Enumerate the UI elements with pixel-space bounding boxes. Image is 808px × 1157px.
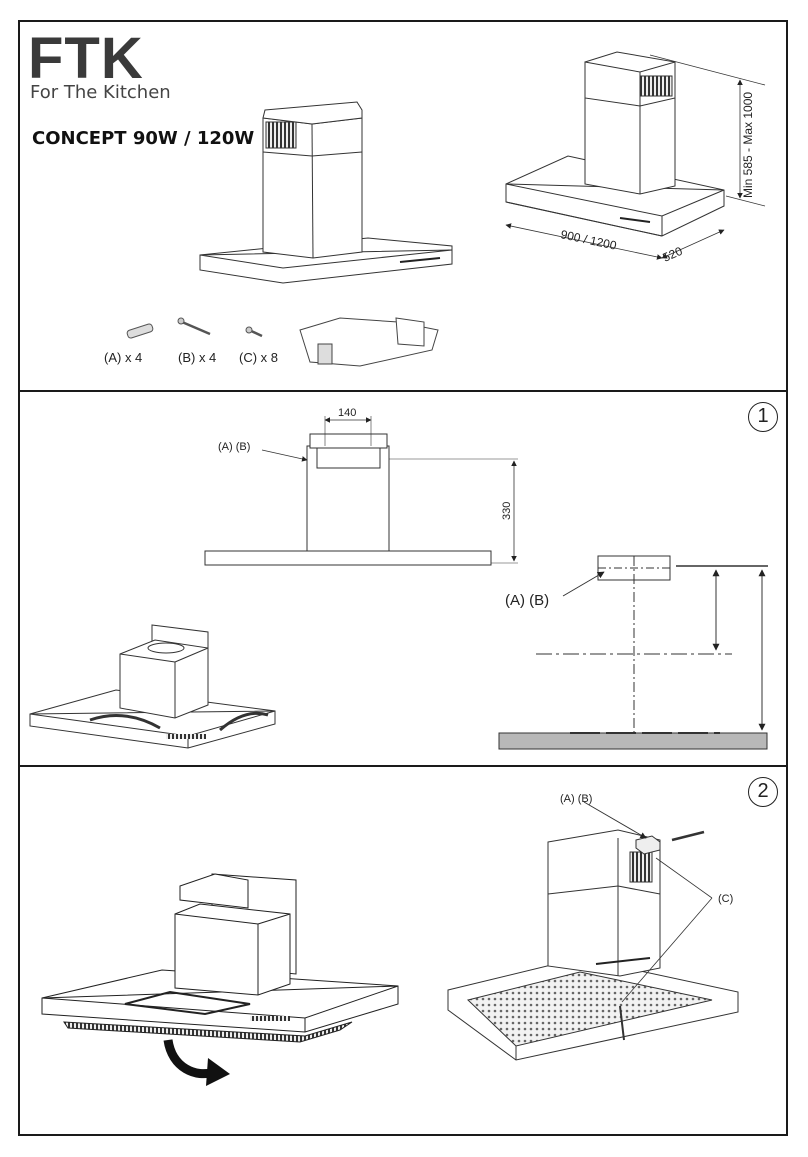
bracket-width-label: 140 <box>338 407 356 419</box>
step2-callout-c: (C) <box>718 893 733 905</box>
accessory-anchor-icon <box>126 323 154 339</box>
section-divider-1 <box>18 390 788 392</box>
accessory-bag-icon <box>299 317 439 367</box>
step1-front-elevation <box>204 416 518 566</box>
brand-tagline: For The Kitchen <box>30 82 171 103</box>
accessory-a-label: (A) x 4 <box>104 350 142 365</box>
depth-label: 520 <box>661 244 685 265</box>
step1-height-label: 330 <box>501 502 513 520</box>
step1-callout-ab-large: (A) (B) <box>505 592 549 609</box>
accessory-small-screw-icon <box>245 326 263 338</box>
accessory-screw-icon <box>177 317 211 336</box>
section-divider-2 <box>18 765 788 767</box>
step2-hood-filter-removal <box>41 873 399 1043</box>
brand-logo: FTK <box>28 26 144 91</box>
step1-hood-perspective <box>29 624 276 749</box>
step2-hood-underside <box>447 801 739 1061</box>
model-title: CONCEPT 90W / 120W <box>32 128 255 149</box>
step1-mounting-diagram <box>498 555 768 750</box>
height-range-label: Min 585 - Max 1000 <box>741 92 755 198</box>
accessory-c-label: (C) x 8 <box>239 350 278 365</box>
hood-illustration-main <box>199 101 453 284</box>
step1-callout-ab-small: (A) (B) <box>218 441 250 453</box>
page-frame <box>18 20 788 1136</box>
step-1-number: 1 <box>748 402 778 432</box>
rotate-arrow-icon <box>163 1039 230 1086</box>
hood-dimension-drawing <box>505 51 766 260</box>
width-label: 900 / 1200 <box>559 227 618 253</box>
accessory-b-label: (B) x 4 <box>178 350 216 365</box>
step-2-number: 2 <box>748 777 778 807</box>
step2-callout-ab: (A) (B) <box>560 793 592 805</box>
